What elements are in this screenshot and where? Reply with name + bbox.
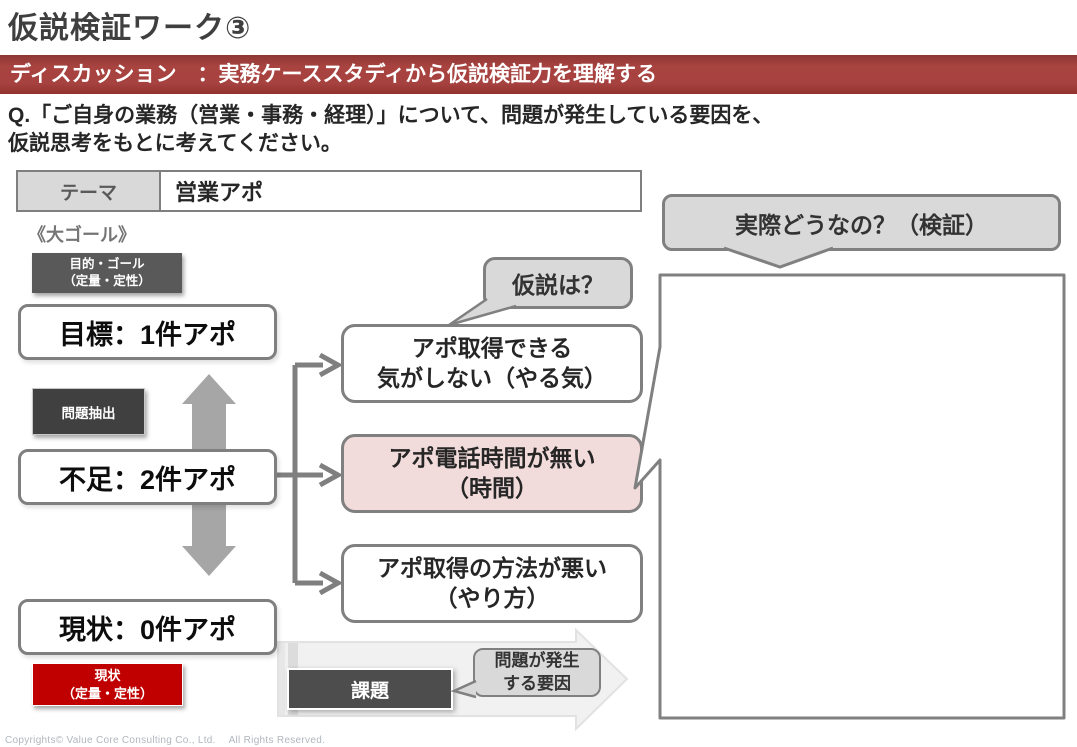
theme-value-cell: 営業アポ [175, 180, 264, 205]
cause-bubble-line-2: する要因 [503, 673, 571, 693]
current-state-box: 現状：0件アポ [18, 599, 277, 655]
goal-tag-line-2: （定量・定性） [63, 274, 151, 288]
question-line-2: 仮説思考をもとに考えてください。 [8, 132, 342, 155]
footer-copyright: Copyrights© Value Core Consulting Co., L… [5, 735, 326, 746]
hypothesis-2-line-1: アポ電話時間が無い [388, 445, 596, 472]
hypothesis-box-motivation: アポ取得できる 気がしない（やる気） [341, 324, 643, 403]
verification-callout-box [633, 273, 1066, 720]
discussion-banner: ディスカッション ：実務ケーススタディから仮説検証力を理解する [0, 55, 1077, 94]
hypothesis-2-line-2: （時間） [446, 474, 538, 501]
bottom-arrow-stripe-1 [279, 643, 285, 715]
gap-box: 不足：2件アポ [18, 449, 277, 505]
goal-tag: 目的・ゴール （定量・定性） [32, 253, 182, 293]
question-line-1: Q.「ご自身の業務（営業・事務・経理）」について、問題が発生している要因を、 [8, 104, 774, 127]
goal-box: 目標：1件アポ [18, 304, 277, 360]
verification-bubble: 実際どうなの？（検証） [662, 194, 1061, 251]
current-tag-line-2: （定量・定性） [61, 685, 153, 701]
hypothesis-box-method: アポ取得の方法が悪い （やり方） [341, 544, 643, 623]
theme-table: テーマ 営業アポ [16, 170, 642, 212]
goal-heading: 《大ゴール》 [28, 225, 136, 245]
goal-tag-line-1: 目的・ゴール [69, 257, 145, 272]
hypothesis-3-line-1: アポ取得の方法が悪い [377, 555, 607, 582]
current-state-tag: 現状 （定量・定性） [32, 663, 183, 706]
slide-title: 仮説検証ワーク③ [8, 12, 252, 45]
theme-label-cell: テーマ [18, 172, 161, 210]
connector-arrowhead-1 [318, 352, 344, 378]
connector-arrowhead-2 [318, 462, 344, 488]
problem-extraction-tag: 問題抽出 [32, 388, 145, 435]
hypothesis-bubble: 仮説は？ [483, 257, 633, 309]
hypothesis-box-time-highlighted: アポ電話時間が無い （時間） [341, 434, 643, 513]
connector-lines [276, 362, 323, 586]
question-text: Q.「ご自身の業務（営業・事務・経理）」について、問題が発生している要因を、 仮… [8, 102, 773, 158]
current-tag-line-1: 現状 [94, 667, 121, 683]
cause-bubble: 問題が発生 する要因 [473, 648, 601, 697]
hypothesis-1-line-1: アポ取得できる [411, 335, 573, 362]
hypothesis-3-line-2: （やり方） [434, 584, 550, 611]
hypothesis-1-line-2: 気がしない（やる気） [377, 364, 607, 391]
kadai-box: 課題 [287, 668, 453, 710]
connector-arrowhead-3 [318, 570, 344, 596]
cause-bubble-line-1: 問題が発生 [494, 651, 580, 671]
